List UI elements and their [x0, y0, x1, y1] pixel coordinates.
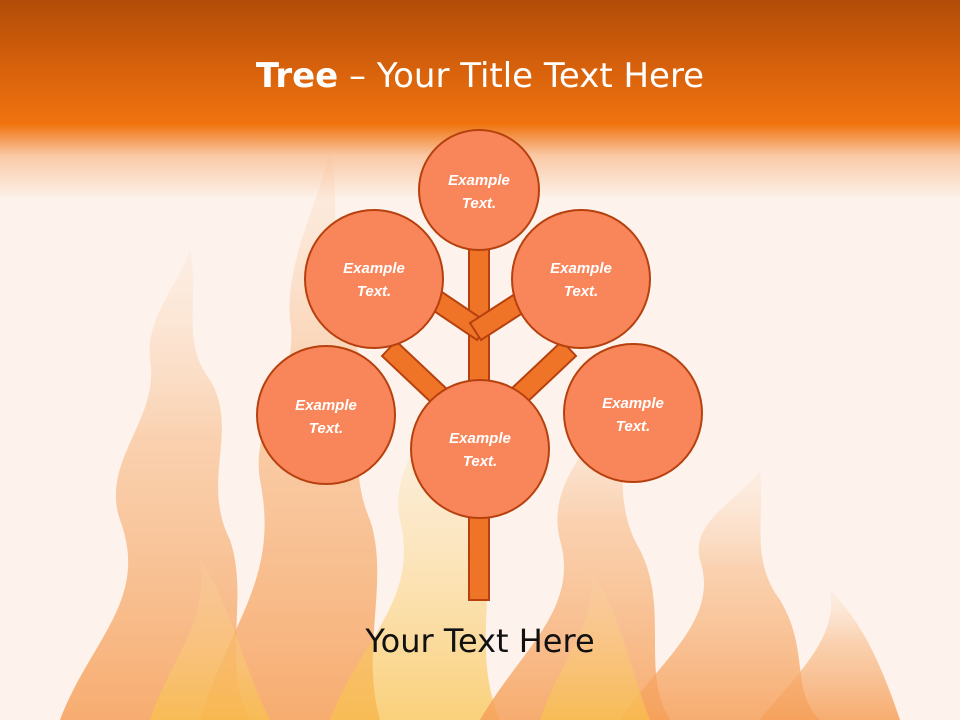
- node-label-line1: Example: [295, 397, 357, 414]
- node-label-line2: Text.: [309, 420, 343, 437]
- title-bold: Tree: [255, 56, 339, 96]
- node-circle: [410, 379, 550, 519]
- node-upper-left: Example Text.: [304, 209, 444, 349]
- node-label-line2: Text.: [463, 453, 497, 470]
- node-label-line2: Text.: [462, 195, 496, 212]
- title-rest: – Your Title Text Here: [338, 56, 705, 96]
- node-label-line1: Example: [448, 172, 510, 189]
- node-circle: [304, 209, 444, 349]
- node-upper-right: Example Text.: [511, 209, 651, 349]
- node-circle: [418, 129, 540, 251]
- node-label-line1: Example: [449, 430, 511, 447]
- node-label-line1: Example: [343, 260, 405, 277]
- node-circle: [511, 209, 651, 349]
- footer-text: Your Text Here: [365, 622, 595, 660]
- node-top: Example Text.: [418, 129, 540, 251]
- node-label-line2: Text.: [357, 283, 391, 300]
- node-circle: [256, 345, 396, 485]
- node-center: Example Text.: [410, 379, 550, 519]
- slide-title: Tree – Your Title Text Here: [0, 54, 960, 98]
- node-label-line2: Text.: [564, 283, 598, 300]
- node-lower-left: Example Text.: [256, 345, 396, 485]
- node-lower-right: Example Text.: [563, 343, 703, 483]
- node-label-line1: Example: [550, 260, 612, 277]
- node-circle: [563, 343, 703, 483]
- node-label-line2: Text.: [616, 418, 650, 435]
- node-label-line1: Example: [602, 395, 664, 412]
